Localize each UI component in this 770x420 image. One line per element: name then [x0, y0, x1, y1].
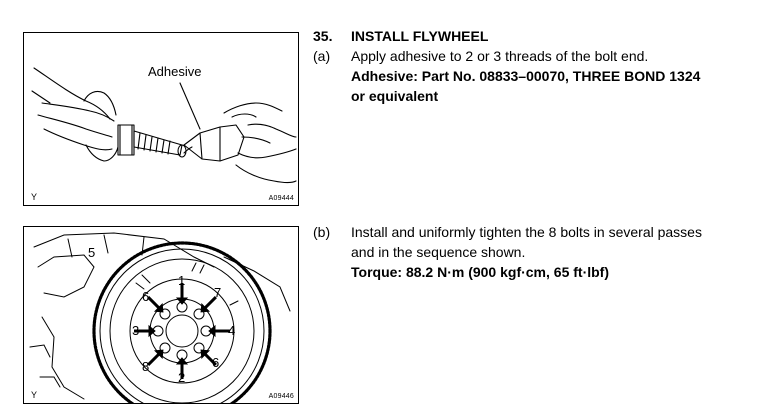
- sub-a-label: (a): [313, 48, 331, 64]
- sequence-arrow-shaft: [204, 296, 217, 309]
- step-title: INSTALL FLYWHEEL: [351, 28, 489, 44]
- adhesive-spec-line2: or equivalent: [351, 88, 439, 104]
- figure2-corner-mark: Y: [31, 390, 38, 400]
- sequence-arrow-shaft: [204, 353, 217, 366]
- sequence-label-4: 4: [228, 323, 235, 338]
- sequence-label-3: 3: [132, 323, 139, 338]
- sequence-arrow-head: [200, 349, 211, 360]
- flywheel-sequence-illustration: 1 2 3 4 6 7 8 6 5 Y A09446: [23, 226, 299, 404]
- sequence-arrow-head: [200, 302, 211, 313]
- sub-b-instruction-line1: Install and uniformly tighten the 8 bolt…: [351, 224, 702, 240]
- adhesive-spec-line1: Adhesive: Part No. 08833–00070, THREE BO…: [351, 68, 701, 84]
- figure1-code: A09444: [268, 195, 294, 202]
- sequence-label-1: 1: [178, 273, 185, 288]
- sequence-arrow-head: [175, 297, 189, 305]
- sequence-arrow-head: [153, 302, 164, 313]
- sub-b-label: (b): [313, 224, 331, 240]
- figure2-code: A09446: [268, 393, 294, 400]
- sequence-label-6: 6: [212, 355, 219, 370]
- outer-label-5: 5: [88, 245, 95, 260]
- adhesive-callout-label: Adhesive: [148, 64, 201, 79]
- sequence-label-7: 7: [214, 285, 221, 300]
- adhesive-illustration: Adhesive Y A09444: [23, 32, 299, 206]
- sequence-arrow-head: [208, 324, 216, 338]
- flywheel-drawing: 1 2 3 4 6 7 8 6 5: [29, 232, 291, 403]
- sequence-numbers: 1 2 3 4 6 7 8 6 5: [88, 245, 235, 385]
- sub-a-instruction: Apply adhesive to 2 or 3 threads of the …: [351, 48, 649, 64]
- torque-spec: Torque: 88.2 N·m (900 kgf·cm, 65 ft·lbf): [351, 264, 610, 280]
- sub-b-instruction-line2: and in the sequence shown.: [351, 244, 526, 260]
- outer-label-6: 6: [142, 289, 149, 304]
- figure1-corner-mark: Y: [31, 192, 38, 202]
- sequence-arrow-head: [148, 324, 156, 338]
- sequence-arrows: [134, 283, 230, 379]
- sequence-label-8: 8: [142, 359, 149, 374]
- sequence-arrow-shaft: [147, 353, 160, 366]
- sequence-arrow-shaft: [147, 296, 160, 309]
- sequence-arrow-head: [153, 349, 164, 360]
- hands-bolt-drawing: [31, 67, 297, 184]
- sequence-arrow-head: [175, 357, 189, 365]
- sequence-label-2: 2: [178, 370, 185, 385]
- adhesive-callout-layer: Adhesive: [148, 64, 201, 79]
- step-number: 35.: [313, 28, 333, 44]
